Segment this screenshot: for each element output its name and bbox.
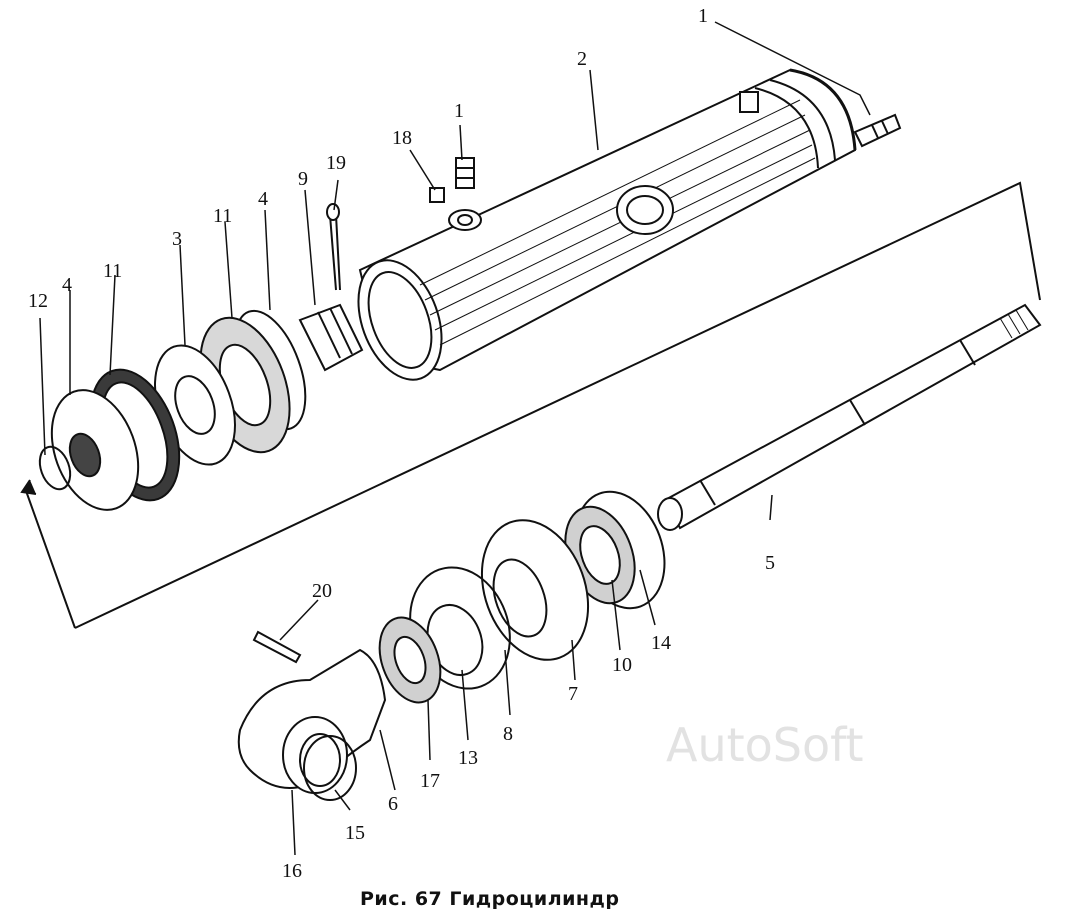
callout-8: 8 — [503, 723, 513, 745]
callout-18: 18 — [392, 127, 412, 149]
fitting-rear — [853, 113, 902, 148]
figure-caption: Рис. 67 Гидроцилиндр — [360, 888, 620, 910]
callout-11: 11 — [103, 260, 123, 282]
callout-12: 12 — [28, 290, 48, 312]
callout-14: 14 — [651, 632, 671, 654]
callout-3: 3 — [172, 228, 182, 250]
piston-assembly — [38, 309, 307, 511]
callout-11: 11 — [213, 205, 233, 227]
bushing-assembly — [378, 490, 666, 704]
callout-13: 13 — [458, 747, 478, 769]
plug — [429, 187, 445, 203]
callout-4: 4 — [62, 274, 72, 296]
pin — [252, 630, 302, 664]
callout-20: 20 — [312, 580, 332, 602]
callout-17: 17 — [420, 770, 440, 792]
watermark: AutoSoft — [666, 718, 864, 772]
cylinder-barrel — [357, 68, 857, 381]
callout-9: 9 — [298, 168, 308, 190]
callout-16: 16 — [282, 860, 302, 882]
leader-lines — [39, 21, 871, 856]
callout-4: 4 — [258, 188, 268, 210]
cotter-pin — [326, 203, 341, 291]
assembly-path — [20, 181, 1041, 629]
callout-10: 10 — [612, 654, 632, 676]
callout-7: 7 — [568, 683, 578, 705]
castle-nut — [298, 303, 364, 372]
piston-rod — [657, 303, 1042, 531]
callout-15: 15 — [345, 822, 365, 844]
callout-1: 1 — [454, 100, 464, 122]
callout-19: 19 — [326, 152, 346, 174]
callout-5: 5 — [765, 552, 775, 574]
fitting-top — [455, 157, 475, 189]
callout-1: 1 — [698, 5, 708, 27]
callout-2: 2 — [577, 48, 587, 70]
rod-eye — [237, 648, 387, 801]
callout-6: 6 — [388, 793, 398, 815]
